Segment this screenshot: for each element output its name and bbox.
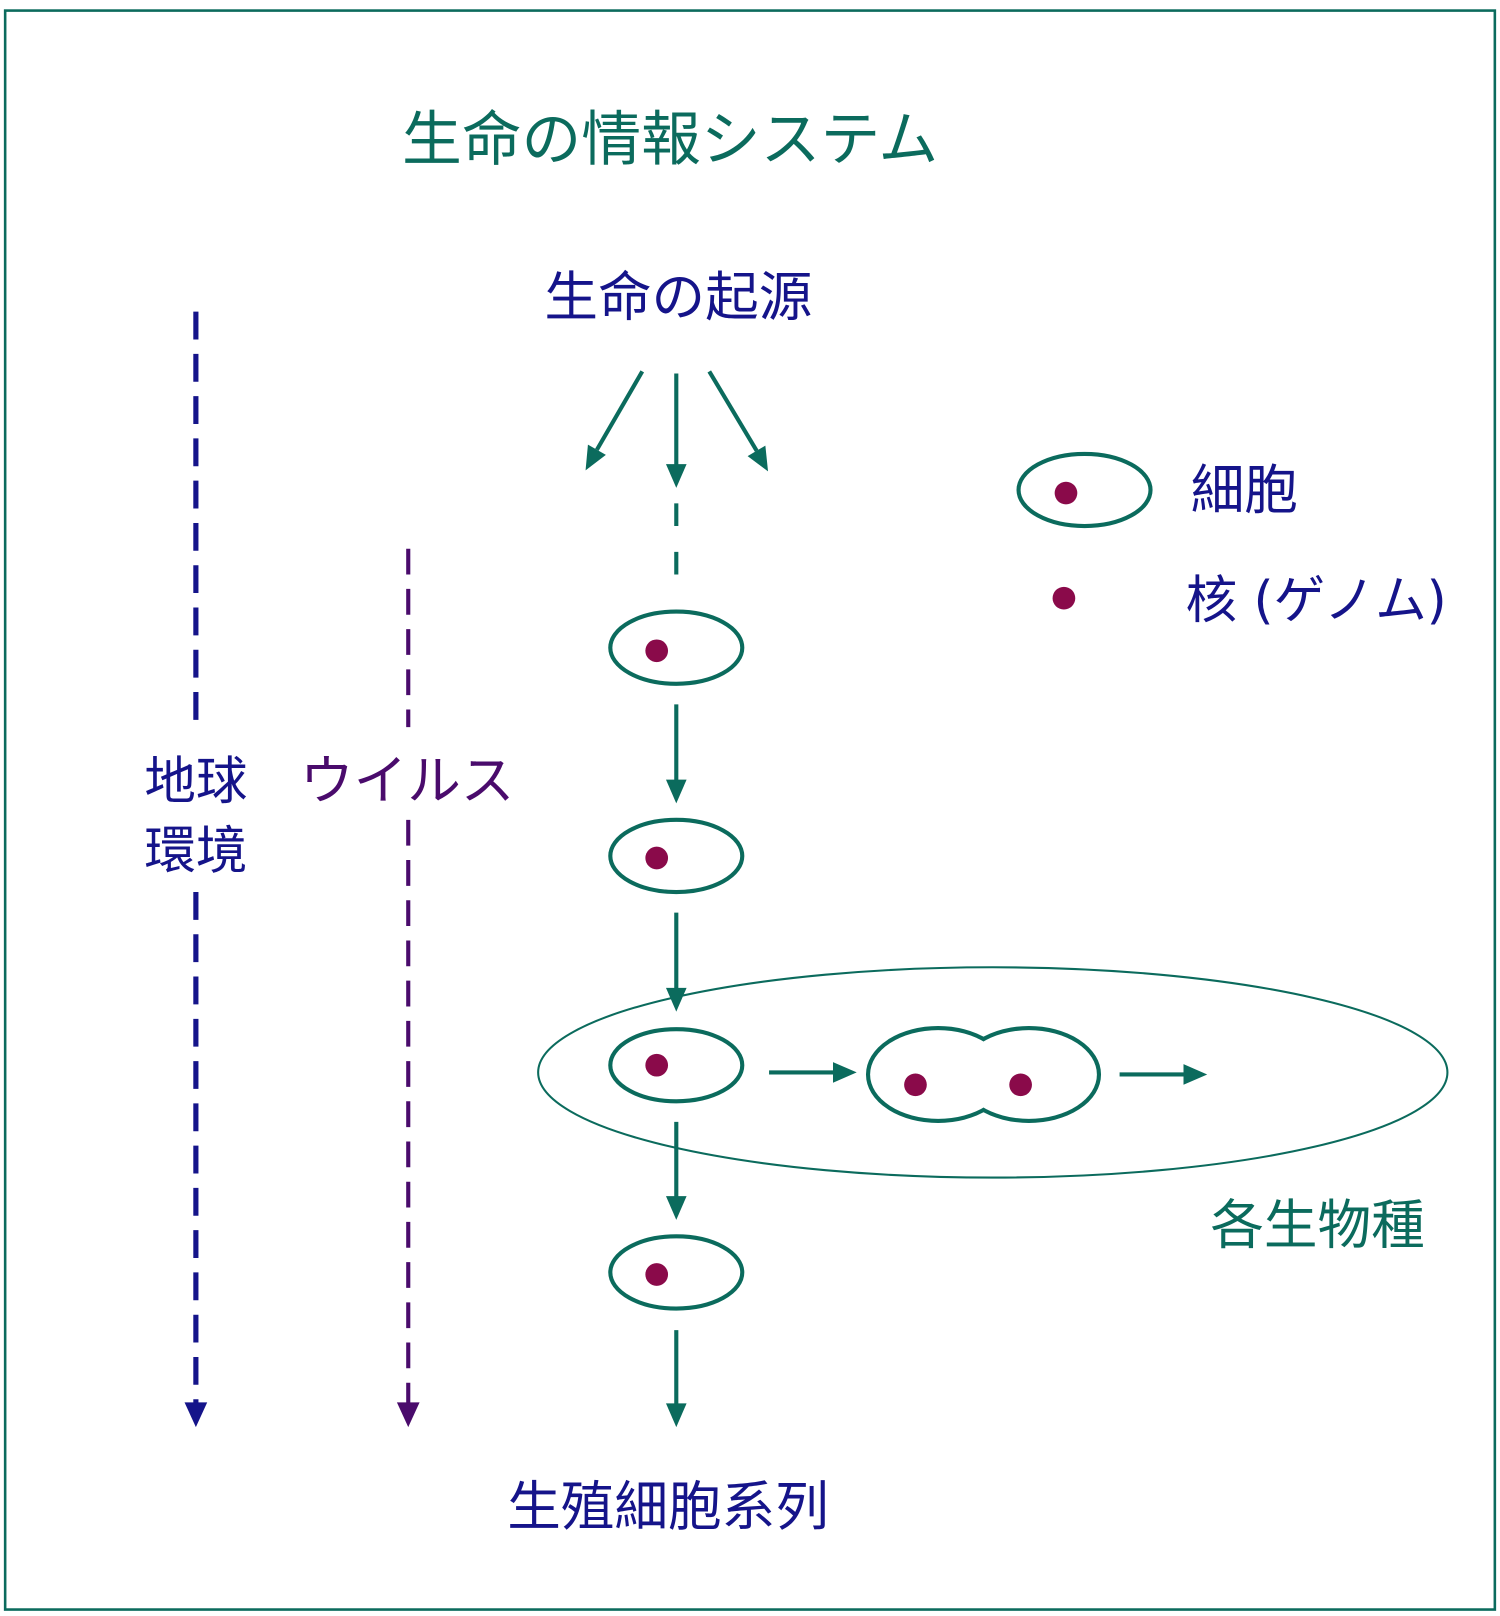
arrow-cell3-to-cell4 bbox=[665, 1121, 687, 1220]
cell-1 bbox=[608, 609, 745, 686]
earth-label: 地球 bbox=[144, 752, 247, 812]
arrow-head bbox=[665, 779, 687, 804]
nucleus-dot bbox=[1054, 481, 1078, 505]
origin-label: 生命の起源 bbox=[544, 266, 812, 329]
cell-membrane bbox=[608, 817, 745, 895]
cell-2 bbox=[608, 817, 745, 895]
arrow-head bbox=[665, 1403, 687, 1428]
diagram-title: 生命の情報システム bbox=[402, 106, 938, 175]
legend-cell-label: 細胞 bbox=[1191, 459, 1298, 522]
earth-environment-line bbox=[184, 311, 208, 1428]
virus-line bbox=[396, 548, 420, 1428]
arrow-head bbox=[184, 1402, 208, 1428]
cell-membrane bbox=[1016, 451, 1153, 529]
cell-membrane bbox=[608, 1234, 745, 1311]
dividing-cell bbox=[865, 1026, 1102, 1123]
arrow-dividing-onward bbox=[1119, 1064, 1208, 1085]
nucleus-dot bbox=[645, 639, 669, 663]
nucleus-dot bbox=[904, 1073, 927, 1097]
arrow-cell4-to-germline bbox=[665, 1330, 687, 1428]
arrow-head bbox=[396, 1402, 420, 1428]
nucleus-dot bbox=[1009, 1073, 1032, 1097]
cell-membrane bbox=[608, 1027, 745, 1104]
arrow-head bbox=[1183, 1064, 1208, 1085]
arrow-head bbox=[665, 464, 687, 488]
legend-nucleus-label: 核 (ゲノム) bbox=[1186, 571, 1447, 631]
arrow-head bbox=[665, 1196, 687, 1220]
arrow-origin-left bbox=[585, 370, 645, 471]
cell-membrane bbox=[608, 609, 745, 686]
arrow-head bbox=[585, 444, 606, 471]
arrow-cell1-to-cell2 bbox=[665, 704, 687, 804]
nucleus-dot bbox=[645, 1053, 669, 1077]
diagram-frame bbox=[3, 9, 1497, 1611]
legend-nucleus-icon bbox=[1052, 586, 1076, 610]
arrow-head bbox=[832, 1062, 857, 1083]
arrow-origin-right bbox=[707, 370, 769, 472]
cell-3 bbox=[608, 1027, 745, 1104]
species-label: 各生物種 bbox=[1210, 1194, 1424, 1257]
arrow-shaft bbox=[595, 370, 645, 451]
nucleus-dot bbox=[645, 846, 669, 870]
legend-cell-icon bbox=[1016, 451, 1153, 529]
arrow-head bbox=[747, 445, 769, 472]
nucleus-dot bbox=[645, 1263, 669, 1286]
species-boundary bbox=[537, 966, 1449, 1179]
germline-label: 生殖細胞系列 bbox=[507, 1475, 829, 1538]
virus-label: ウイルス bbox=[300, 749, 514, 812]
environment-label: 環境 bbox=[144, 821, 247, 881]
dividing-cell-right-fill bbox=[960, 1030, 1097, 1119]
arrow-cell2-to-cell3 bbox=[665, 912, 687, 1012]
arrow-cell3-to-dividing bbox=[769, 1062, 857, 1083]
arrow-shaft bbox=[707, 370, 759, 452]
legend: 細胞 核 (ゲノム) bbox=[1016, 451, 1447, 631]
arrow-origin-center bbox=[665, 373, 687, 488]
cell-4 bbox=[608, 1234, 745, 1311]
arrow-head bbox=[665, 987, 687, 1012]
